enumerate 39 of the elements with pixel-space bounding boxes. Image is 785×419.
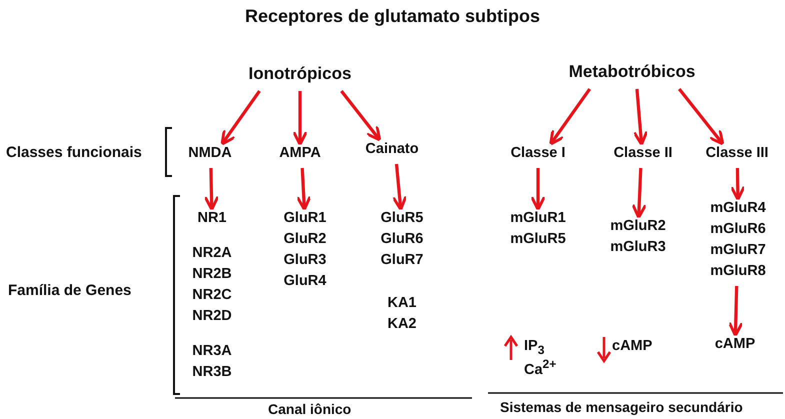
section-caption: Sistemas de mensageiro secundário: [500, 398, 743, 417]
node-text: Ionotrópicos: [248, 63, 352, 85]
arrow: [631, 168, 647, 219]
arrow: [632, 88, 648, 146]
node-text: Classe I: [510, 144, 566, 163]
arrow: [296, 168, 312, 211]
arrow: [730, 168, 746, 201]
messenger-label: Ca$^{2+}$: [524, 356, 556, 380]
arrow: [340, 90, 382, 142]
diagram-title: Receptores de glutamato subtipos: [244, 6, 542, 27]
node-text: mGluR1 mGluR5: [509, 209, 567, 250]
arrow: [530, 168, 546, 211]
row-label: Classes funcionais: [6, 143, 142, 163]
node-text: NR3A NR3B: [191, 342, 233, 382]
arrow: [549, 88, 591, 146]
section-caption: Canal iônico: [268, 400, 352, 419]
node-text: Classe III: [706, 144, 768, 163]
node-text: Classe II: [614, 144, 672, 163]
node-text: Cainato: [365, 140, 419, 159]
arrow: [204, 168, 220, 211]
row-label: Família de Genes: [8, 281, 132, 301]
arrow: [292, 91, 308, 146]
messenger-label: cAMP: [612, 337, 652, 356]
node-text: mGluR2 mGluR3: [609, 217, 667, 258]
node-text: mGluR4 mGluR6 mGluR7 mGluR8: [709, 199, 767, 282]
node-text: NR1: [197, 209, 226, 228]
messenger-label: IP$_{3}$: [524, 337, 544, 359]
node-text: GluR1 GluR2 GluR3 GluR4: [282, 209, 328, 292]
node-text: NMDA: [188, 144, 232, 163]
node-text: cAMP: [714, 335, 756, 354]
arrow: [728, 286, 744, 337]
node-text: KA1 KA2: [386, 294, 418, 334]
node-text: NR2A NR2B NR2C NR2D: [191, 244, 233, 326]
node-text: Metabotróbicos: [568, 61, 696, 83]
arrow: [392, 164, 408, 211]
arrow: [678, 88, 724, 146]
node-text: AMPA: [279, 144, 321, 163]
arrow: [220, 90, 261, 146]
node-text: GluR5 GluR6 GluR7: [380, 209, 424, 270]
